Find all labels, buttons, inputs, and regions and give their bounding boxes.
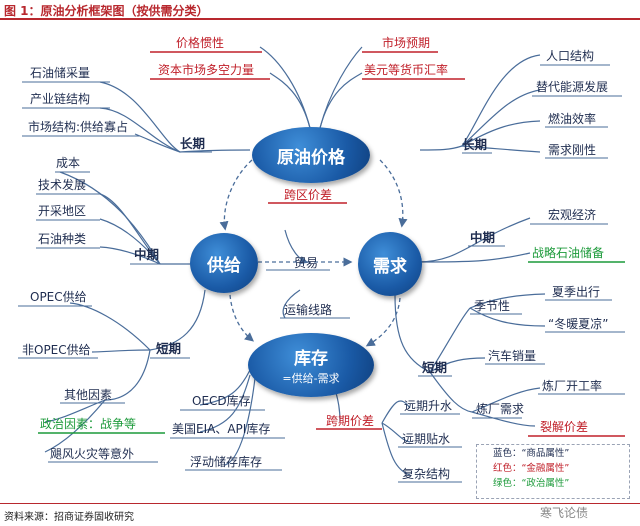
hub-oil-price-label: 原油价格 — [277, 147, 345, 168]
hub-demand: 需求 — [358, 232, 422, 296]
calendar-spread: 跨期价差 — [326, 414, 375, 428]
supply-long-term-label: 长期 — [180, 136, 206, 151]
footer-rule — [0, 503, 640, 504]
transport-route: 运输线路 — [284, 303, 333, 317]
supply-disaster: 飓风火灾等意外 — [50, 447, 135, 461]
supply-opec: OPEC供给 — [30, 290, 87, 304]
demand-short-term-label: 短期 — [422, 360, 448, 375]
demand-mid-term-label: 中期 — [470, 230, 496, 245]
demand-rigidity: 需求刚性 — [548, 143, 597, 157]
complex-structure: 复杂结构 — [402, 467, 451, 481]
demand-long-term-label: 长期 — [462, 137, 488, 152]
capital-market-forces: 资本市场多空力量 — [158, 63, 255, 77]
demand-warm-winter: “冬暖夏凉” — [548, 317, 609, 331]
usd-fx-rate: 美元等货币汇率 — [364, 63, 449, 77]
trade-label: 贸易 — [294, 256, 319, 270]
supply-market-structure: 市场结构:供给寡占 — [28, 120, 129, 134]
demand-fuel-efficiency: 燃油效率 — [548, 112, 597, 126]
backwardation: 远期贴水 — [402, 432, 451, 446]
supply-short-term-label: 短期 — [156, 341, 182, 356]
cross-region-spread: 跨区价差 — [284, 188, 333, 202]
supply-other-factors: 其他因素 — [64, 388, 113, 402]
demand-refinery: 炼厂需求 — [476, 402, 525, 416]
market-expectation: 市场预期 — [382, 36, 431, 50]
source-note: 资料来源：招商证券固收研究 — [4, 512, 134, 523]
demand-strategic-reserve: 战略石油储备 — [532, 246, 605, 260]
supply-reserves: 石油储采量 — [30, 66, 91, 80]
hub-supply-label: 供给 — [207, 255, 241, 276]
supply-industry-chain: 产业链结构 — [30, 92, 91, 106]
supply-region: 开采地区 — [38, 204, 87, 218]
figure-title: 图 1：原油分析框架图（按供需分类） — [4, 4, 209, 18]
demand-seasonal: 季节性 — [474, 299, 511, 313]
legend-blue: 蓝色：“商品属性” — [493, 448, 570, 459]
supply-cost: 成本 — [56, 156, 81, 170]
demand-auto-sales: 汽车销量 — [488, 349, 537, 363]
inventory-eia-api: 美国EIA、API库存 — [172, 422, 271, 436]
hub-inventory-label: 库存 — [294, 349, 328, 369]
hub-inventory-formula: =供给-需求 — [282, 372, 340, 385]
supply-tech: 技术发展 — [38, 178, 87, 192]
legend-green: 绿色：“政治属性” — [493, 478, 570, 489]
price-inertia: 价格惯性 — [176, 36, 225, 50]
hub-oil-price: 原油价格 — [252, 127, 370, 183]
demand-population: 人口结构 — [546, 49, 595, 63]
demand-crack-spread: 裂解价差 — [540, 420, 589, 434]
hub-supply: 供给 — [190, 233, 258, 293]
demand-summer-travel: 夏季出行 — [552, 285, 601, 299]
demand-alt-energy: 替代能源发展 — [536, 80, 609, 94]
supply-mid-term-label: 中期 — [134, 247, 160, 262]
inventory-floating: 浮动储存库存 — [190, 455, 263, 469]
title-rule — [0, 18, 640, 20]
supply-political: 政治因素：战争等 — [40, 417, 137, 431]
demand-macro: 宏观经济 — [548, 208, 597, 222]
hub-inventory: 库存 =供给-需求 — [248, 333, 374, 397]
contango: 远期升水 — [404, 399, 453, 413]
supply-non-opec: 非OPEC供给 — [22, 343, 91, 357]
legend-red: 红色：“金融属性” — [493, 463, 570, 474]
hub-demand-label: 需求 — [373, 256, 407, 277]
inventory-oecd: OECD库存 — [192, 394, 251, 408]
demand-refinery-utilization: 炼厂开工率 — [542, 379, 603, 393]
supply-oil-type: 石油种类 — [38, 232, 87, 246]
color-legend: 蓝色：“商品属性” 红色：“金融属性” 绿色：“政治属性” — [476, 444, 630, 499]
watermark: 寒飞论债 — [540, 506, 589, 520]
